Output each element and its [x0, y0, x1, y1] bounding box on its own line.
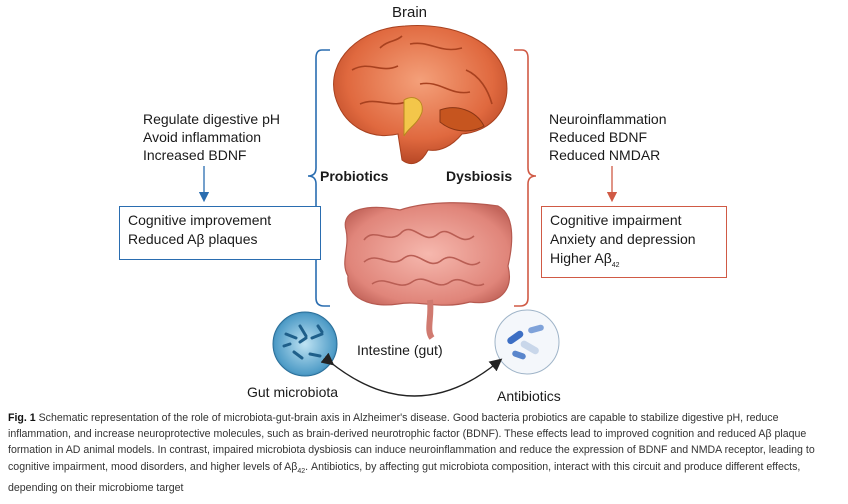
list-item: Regulate digestive pH — [143, 111, 280, 127]
probiotics-label: Probiotics — [320, 168, 389, 184]
caption-label: Fig. 1 — [8, 412, 36, 424]
antibiotics-label: Antibiotics — [497, 388, 561, 404]
list-item: Reduced NMDAR — [549, 147, 661, 163]
dysbiosis-label: Dysbiosis — [446, 168, 513, 184]
intestine-illustration — [344, 202, 513, 340]
figure-caption: Fig. 1 Schematic representation of the r… — [8, 410, 840, 496]
probiotic-outcomes-box: Cognitive improvement Reduced Aβ plaques — [119, 206, 321, 260]
list-item: Higher Aβ42 — [550, 249, 718, 275]
list-item: Cognitive impairment — [550, 212, 682, 228]
list-item-text: Higher Aβ — [550, 250, 612, 266]
caption-text: Schematic representation of the role of … — [8, 412, 815, 473]
brain-label: Brain — [392, 4, 428, 21]
intestine-label: Intestine (gut) — [357, 342, 443, 358]
right-brace — [514, 49, 537, 307]
brain-illustration — [333, 24, 508, 165]
caption-text-end: . Antibiotics, by affecting gut microbio… — [8, 460, 801, 494]
dysbiosis-effects-list: Neuroinflammation Reduced BDNF Reduced N… — [549, 110, 667, 164]
probiotic-effects-list: Regulate digestive pH Avoid inflammation… — [143, 110, 280, 164]
caption-subscript: 42 — [297, 467, 306, 475]
list-item: Anxiety and depression — [550, 231, 696, 247]
list-item: Increased BDNF — [143, 147, 247, 163]
list-item: Avoid inflammation — [143, 129, 262, 145]
list-item: Cognitive improvement — [128, 212, 272, 228]
subscript: 42 — [611, 261, 620, 269]
list-item: Neuroinflammation — [549, 111, 667, 127]
gut-microbiota-image — [272, 311, 338, 377]
interaction-arrow — [320, 352, 503, 397]
gut-microbiota-label: Gut microbiota — [247, 384, 339, 400]
dysbiosis-outcomes-box: Cognitive impairment Anxiety and depress… — [541, 206, 727, 278]
list-item: Reduced BDNF — [549, 129, 648, 145]
left-brace — [307, 49, 330, 307]
list-item: Reduced Aβ plaques — [128, 231, 258, 247]
antibiotics-image — [494, 309, 560, 375]
